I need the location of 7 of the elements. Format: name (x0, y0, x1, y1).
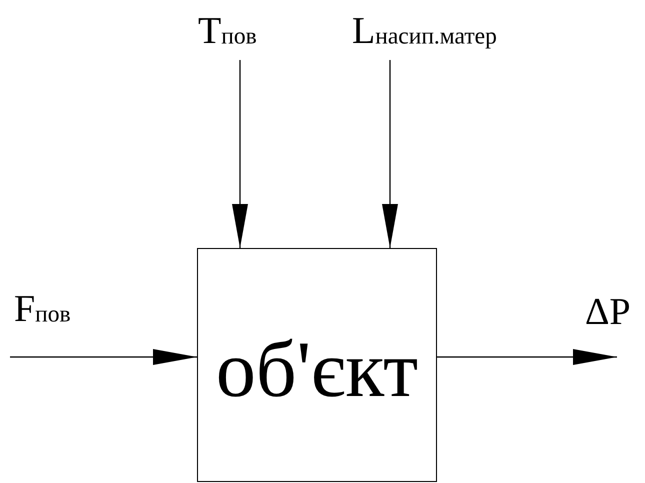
arrow (382, 60, 398, 248)
box-label: об'єкт (216, 330, 418, 410)
arrow (232, 60, 248, 248)
edge-label: ΔP (585, 293, 631, 331)
arrow (437, 349, 617, 365)
arrow (10, 349, 197, 365)
object-box (197, 248, 437, 482)
